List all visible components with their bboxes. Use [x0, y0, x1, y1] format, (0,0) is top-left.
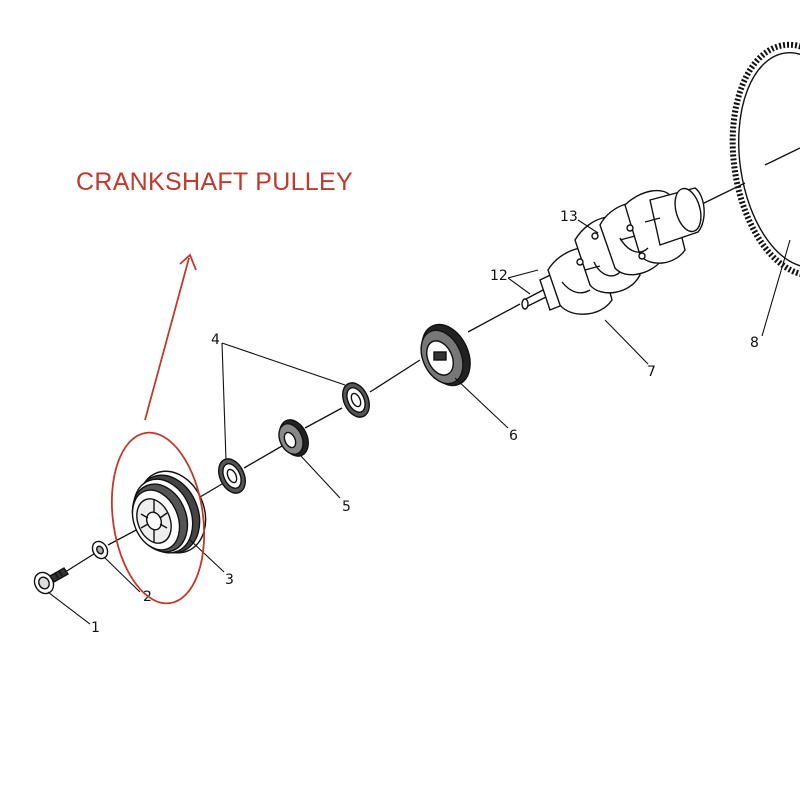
crankshaft-part [521, 187, 705, 315]
annotation-marks [110, 253, 206, 605]
crankshaft-pulley-part [131, 470, 207, 554]
callout-4: 4 [211, 332, 220, 348]
callout-3: 3 [225, 572, 234, 588]
washer-part [91, 540, 109, 560]
annotation-circle [110, 431, 206, 605]
thrust-washer-lower [218, 458, 246, 494]
callout-1: 1 [91, 620, 100, 636]
thrust-washer-upper [342, 382, 370, 418]
callout-12: 12 [490, 268, 508, 284]
small-gear-part [278, 419, 309, 457]
callout-6: 6 [509, 428, 518, 444]
callout-8: 8 [750, 335, 759, 351]
flywheel-ring-gear-part [729, 41, 800, 279]
callout-7: 7 [647, 364, 656, 380]
large-gear-part [420, 323, 471, 387]
annotation-title: CRANKSHAFT PULLEY [76, 168, 353, 196]
annotation-arrow-shaft [144, 257, 190, 421]
bolt-part [33, 567, 69, 595]
shaft-axis-lines [61, 147, 800, 575]
annotation-arrow-head [179, 253, 197, 271]
callout-numbers: 1 2 3 4 5 6 7 8 12 13 [91, 209, 759, 636]
callout-13: 13 [560, 209, 578, 225]
leader-lines [47, 219, 791, 625]
callout-5: 5 [342, 499, 351, 515]
